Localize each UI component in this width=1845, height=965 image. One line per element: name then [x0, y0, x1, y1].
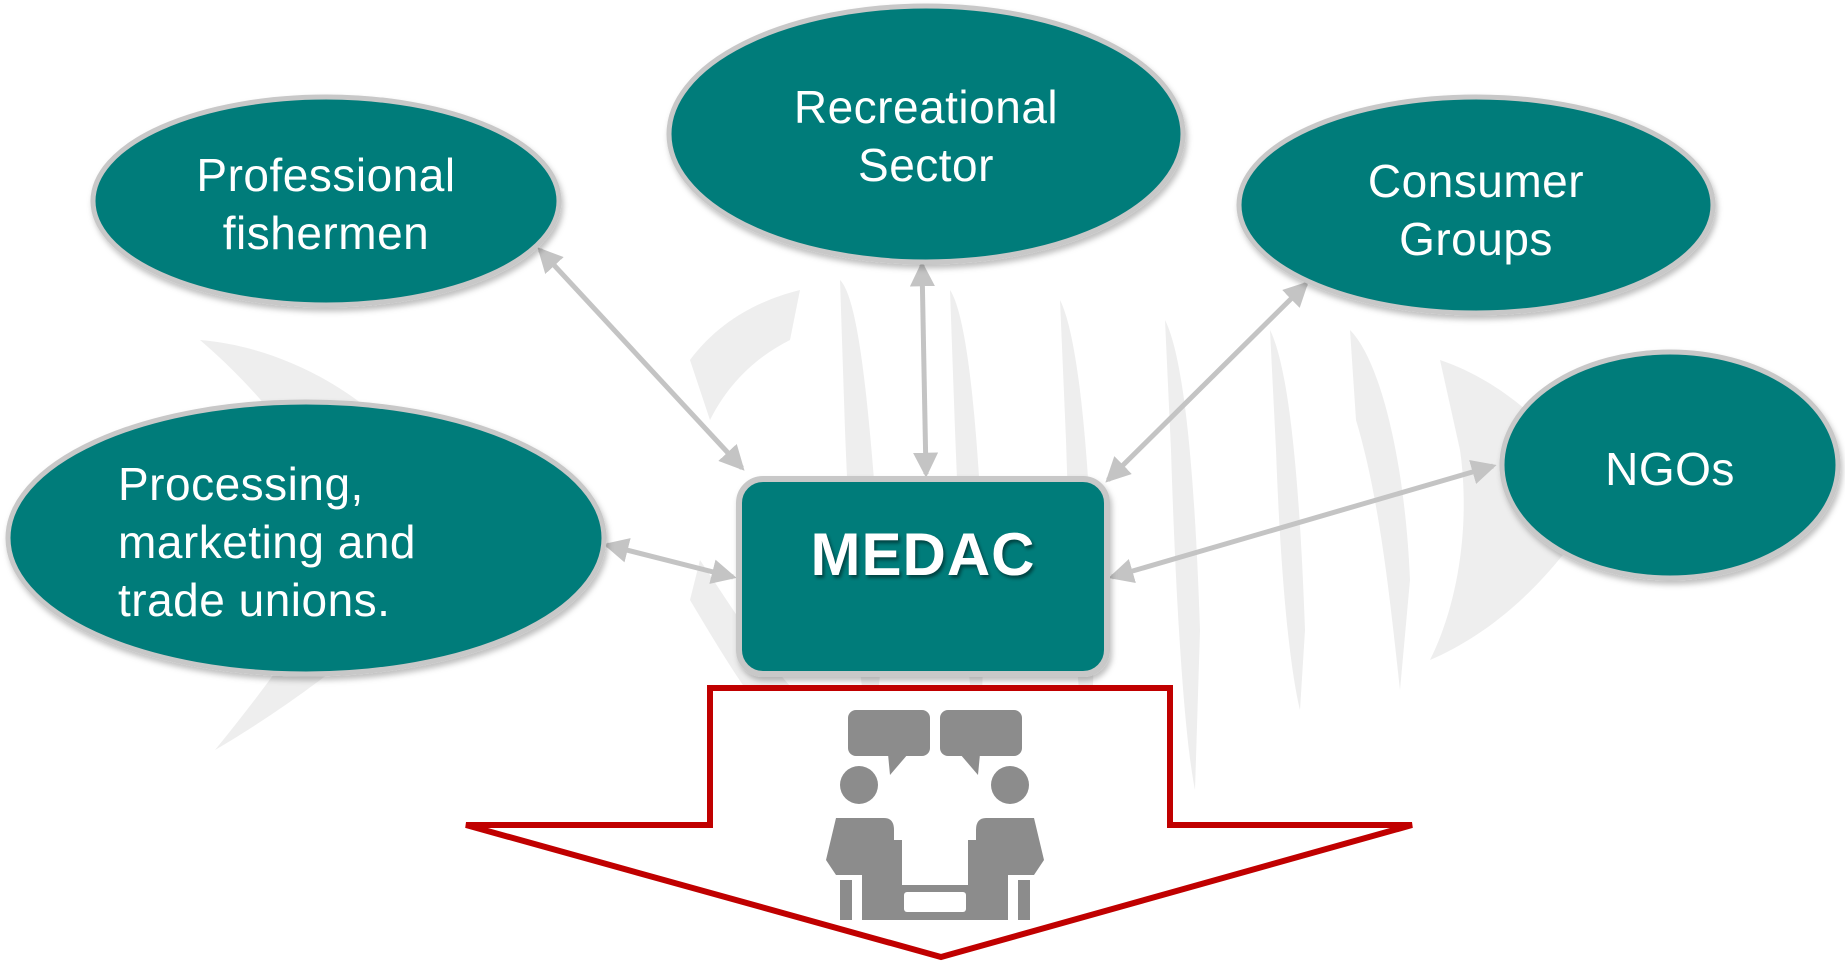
label-recreational-sector: Recreational Sector [793, 81, 1059, 191]
hub-medac-box [736, 476, 1110, 677]
connector-ngos [1108, 459, 1497, 584]
node-professional-fishermen [90, 94, 562, 308]
label-processing-marketing: Processing, marketing and trade unions. [118, 458, 416, 626]
connectors [537, 247, 1497, 584]
connector-professional [537, 247, 745, 471]
connector-consumer [1105, 281, 1309, 483]
node-recreational-sector [666, 3, 1186, 265]
node-processing-marketing [5, 399, 607, 677]
connector-processing [603, 538, 737, 584]
node-ngos [1499, 349, 1841, 581]
label-professional-fishermen: Professional fishermen [196, 149, 456, 259]
label-ngos: NGOs [1605, 443, 1735, 495]
node-consumer-groups [1236, 94, 1716, 316]
down-arrow-outline [465, 685, 1413, 961]
stakeholder-nodes [5, 3, 1841, 677]
meeting-icon [826, 710, 1044, 920]
hub-medac-label: MEDAC [810, 521, 1036, 588]
label-consumer-groups: Consumer Groups [1367, 155, 1585, 265]
connector-recreational [909, 261, 939, 478]
